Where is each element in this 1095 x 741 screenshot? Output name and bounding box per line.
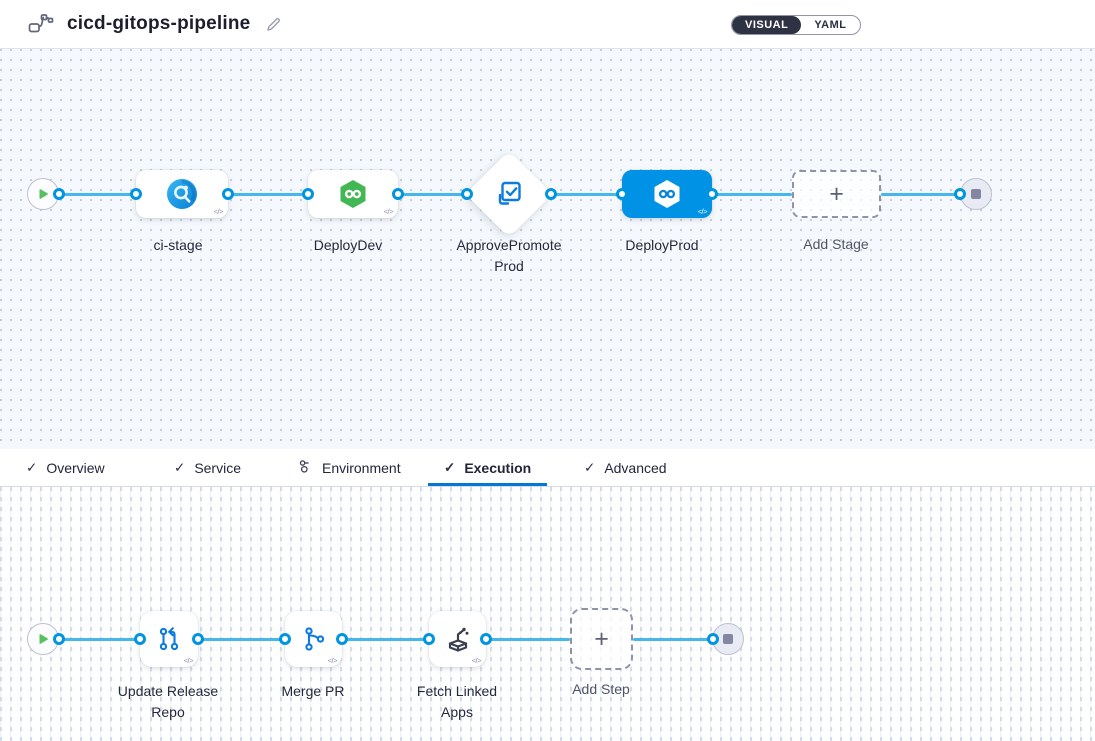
cd-deploy-icon (654, 180, 680, 208)
approval-check-icon (498, 181, 521, 205)
ci-build-icon (167, 179, 197, 209)
stop-icon (971, 189, 981, 199)
header-bar: cicd-gitops-pipeline VISUAL YAML (0, 0, 1095, 49)
check-icon: ✓ (26, 459, 38, 475)
tab-advanced[interactable]: ✓ Advanced (568, 449, 683, 486)
connection-point (461, 188, 473, 200)
stage-config-tabs: ✓ Overview ✓ Service Environment ✓ Execu… (0, 449, 1095, 487)
pipeline-icon (28, 13, 54, 35)
code-badge-icon: </> (471, 656, 482, 665)
connection-point (707, 633, 719, 645)
tab-label: Advanced (604, 459, 667, 476)
play-icon (39, 189, 48, 199)
connector-edge (59, 638, 140, 641)
connection-point (279, 633, 291, 645)
stage-node-approvepromoteprod[interactable] (447, 132, 571, 256)
connection-point (392, 188, 404, 200)
connector-edge (712, 193, 792, 196)
connector-edge (881, 193, 960, 196)
tab-environment[interactable]: Environment (282, 449, 417, 486)
step-node-update-release-repo[interactable]: </> (140, 611, 198, 667)
edit-pencil-icon[interactable] (265, 16, 282, 33)
play-icon (39, 634, 48, 644)
stop-icon (723, 634, 733, 644)
step-label: Merge PR (281, 683, 345, 699)
tab-label: Execution (464, 459, 532, 476)
code-badge-icon: </> (383, 207, 394, 216)
update-release-repo-icon (159, 627, 179, 651)
stage-node-deploydev[interactable]: </> (308, 170, 398, 218)
connection-point (302, 188, 314, 200)
code-badge-icon: </> (183, 656, 194, 665)
add-step-button[interactable]: + (570, 608, 633, 670)
stage-label: ApprovePromoteProd (456, 237, 562, 274)
connection-point (130, 188, 142, 200)
stage-label: DeployDev (313, 237, 383, 253)
cd-deploy-icon (340, 180, 366, 208)
connector-edge (228, 193, 308, 196)
toggle-visual-button[interactable]: VISUAL (732, 16, 802, 34)
tab-label: Overview (46, 459, 105, 476)
merge-pr-icon (304, 627, 324, 651)
toggle-yaml-button[interactable]: YAML (814, 19, 847, 31)
tab-overview[interactable]: ✓ Overview (10, 449, 121, 486)
connection-point (480, 633, 492, 645)
check-icon: ✓ (584, 459, 596, 475)
step-node-fetch-linked-apps[interactable]: </> (429, 611, 486, 667)
add-stage-label: Add Stage (803, 236, 869, 252)
code-badge-icon: </> (327, 656, 338, 665)
connector-edge (398, 193, 467, 196)
connection-point (616, 188, 628, 200)
connection-point (954, 188, 966, 200)
connector-edge (198, 638, 285, 641)
step-label: Fetch Linked Apps (416, 683, 498, 720)
tab-execution[interactable]: ✓ Execution (428, 449, 548, 486)
connection-point (192, 633, 204, 645)
fetch-linked-apps-icon (448, 627, 468, 652)
connection-point (134, 633, 146, 645)
page-title: cicd-gitops-pipeline (67, 13, 251, 34)
connection-point (545, 188, 557, 200)
stage-node-deployprod[interactable]: </> (622, 170, 712, 218)
connection-point (53, 633, 65, 645)
connector-edge (59, 193, 136, 196)
stage-label: DeployProd (625, 237, 699, 253)
add-stage-button[interactable]: + (792, 170, 881, 218)
connection-point (336, 633, 348, 645)
check-icon: ✓ (444, 459, 456, 475)
execution-canvas: </> </> </> (0, 487, 1095, 741)
step-node-merge-pr[interactable]: </> (285, 611, 342, 667)
tab-label: Environment (322, 459, 401, 476)
connection-point (222, 188, 234, 200)
code-badge-icon: </> (697, 207, 708, 216)
plus-icon: + (829, 179, 844, 208)
connection-point (53, 188, 65, 200)
connector-edge (342, 638, 429, 641)
code-badge-icon: </> (213, 207, 224, 216)
check-icon: ✓ (174, 459, 186, 475)
stage-canvas: </> </> </ (0, 49, 1095, 449)
tab-label: Service (194, 459, 241, 476)
visual-yaml-toggle[interactable]: VISUAL YAML (731, 15, 861, 35)
connector-edge (633, 638, 713, 641)
connector-edge (486, 638, 570, 641)
execution-end-node (712, 623, 744, 655)
connector-edge (551, 193, 622, 196)
environment-icon (298, 459, 313, 477)
stage-label: ci-stage (153, 237, 203, 253)
step-label: Update Release Repo (117, 683, 219, 720)
connection-point (706, 188, 718, 200)
stage-node-ci-stage[interactable]: </> (136, 170, 228, 218)
add-step-label: Add Step (572, 681, 630, 697)
plus-icon: + (594, 624, 609, 653)
connection-point (423, 633, 435, 645)
tab-service[interactable]: ✓ Service (158, 449, 257, 486)
